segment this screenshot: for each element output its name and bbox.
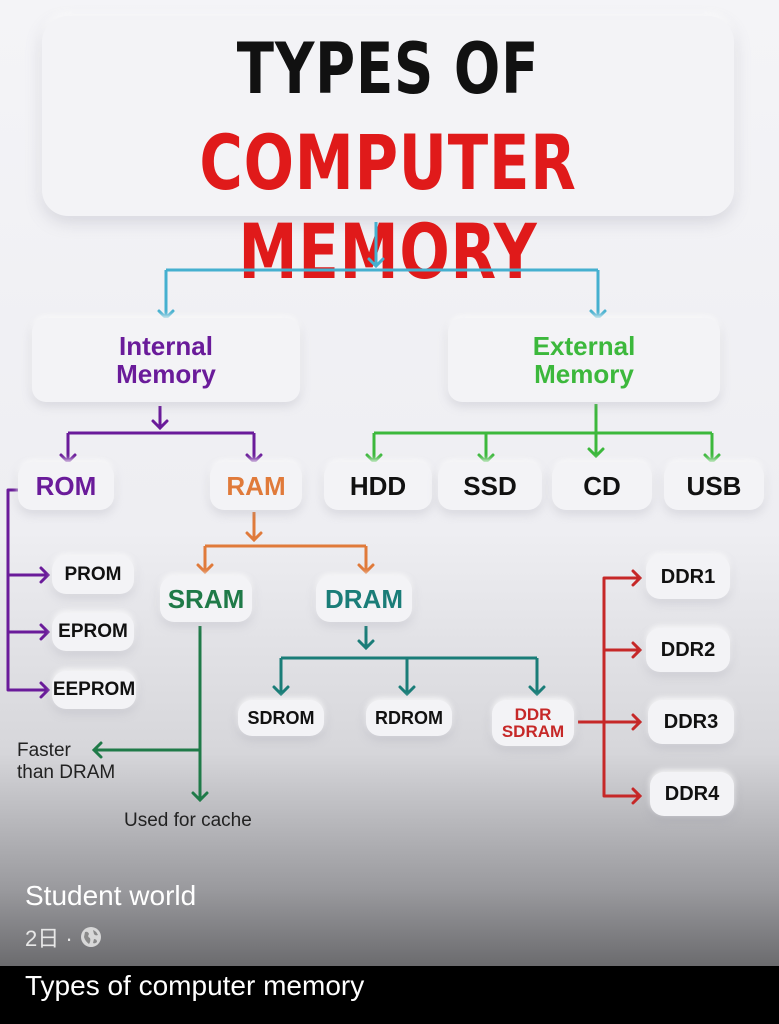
title-card	[42, 16, 734, 216]
node-label: CD	[583, 470, 621, 501]
node-ddr4: DDR4	[650, 772, 734, 816]
node-label: External Memory	[532, 331, 636, 389]
node-label: Internal Memory	[116, 331, 216, 389]
node-label: DDR3	[663, 710, 719, 733]
node-label: SDROM	[247, 707, 315, 728]
node-eeprom: EEPROM	[52, 671, 136, 709]
arrowhead	[367, 257, 385, 269]
node-usb: USB	[664, 462, 764, 510]
arrowhead	[357, 563, 375, 575]
arrowhead	[631, 713, 643, 731]
arrowhead	[398, 685, 416, 697]
node-sram: SRAM	[160, 576, 252, 622]
arrowhead	[631, 641, 643, 659]
edge-ddr-trunk	[602, 576, 640, 798]
arrowhead	[196, 563, 214, 575]
post-caption: Types of computer memory	[25, 970, 365, 1001]
node-label: USB	[686, 470, 742, 501]
node-internal-memory: Internal Memory	[32, 318, 300, 402]
post-meta: 2日 ·	[25, 921, 103, 953]
node-label: DDR SDRAM	[501, 705, 565, 741]
caption-bar	[0, 966, 779, 1024]
title-line-1: TYPES OF	[236, 28, 540, 110]
node-hdd: HDD	[324, 462, 432, 510]
node-dram: DRAM	[316, 576, 412, 622]
arrowhead	[39, 566, 51, 584]
infographic: TYPES OF COMPUTER MEMORY Internal Memory…	[0, 0, 779, 966]
arrowhead	[39, 623, 51, 641]
node-label: EPROM	[58, 621, 128, 642]
node-ram: RAM	[210, 462, 302, 510]
arrowhead	[357, 639, 375, 651]
node-prom: PROM	[52, 556, 134, 594]
node-label: SSD	[463, 470, 517, 501]
node-label: DDR4	[664, 782, 720, 805]
node-label: ROM	[35, 470, 97, 501]
node-ddr-sdram: DDR SDRAM	[492, 700, 574, 746]
node-external-memory: External Memory	[448, 318, 720, 402]
arrowhead	[587, 447, 605, 459]
arrowhead	[272, 685, 290, 697]
globe-icon	[80, 927, 101, 947]
node-ddr1: DDR1	[646, 555, 730, 599]
node-label: RAM	[226, 470, 286, 501]
arrowhead	[91, 741, 103, 759]
post-author[interactable]: Student world	[25, 880, 197, 911]
node-label: DRAM	[325, 583, 403, 614]
arrowhead	[245, 531, 263, 543]
annotation-used-for-cache: Used for cache	[124, 810, 252, 831]
node-rdrom: RDROM	[366, 700, 452, 736]
arrowhead	[151, 419, 169, 431]
arrowhead	[39, 681, 51, 699]
diagram-connectors	[6, 222, 721, 805]
node-ddr3: DDR3	[648, 700, 734, 744]
node-label: DDR2	[660, 638, 716, 661]
arrowhead	[631, 787, 643, 805]
node-ddr2: DDR2	[646, 628, 730, 672]
node-eprom: EPROM	[52, 613, 134, 651]
annotation-faster-than-dram: Faster than DRAM	[17, 740, 116, 783]
title-line-2: COMPUTER MEMORY	[199, 118, 577, 296]
node-label: PROM	[64, 564, 122, 585]
edge-rom-trunk	[6, 488, 48, 692]
arrowhead	[528, 685, 546, 697]
node-sdrom: SDROM	[238, 700, 324, 736]
node-label: RDROM	[375, 707, 443, 728]
node-rom: ROM	[18, 462, 114, 510]
node-label: HDD	[349, 470, 407, 501]
node-label: DDR1	[660, 565, 716, 588]
post-time[interactable]: 2日 ·	[25, 926, 73, 951]
node-ssd: SSD	[438, 462, 542, 510]
arrowhead	[631, 569, 643, 587]
arrowhead	[191, 791, 209, 803]
node-cd: CD	[552, 462, 652, 510]
node-label: SRAM	[167, 583, 245, 614]
node-label: EEPROM	[52, 679, 136, 700]
